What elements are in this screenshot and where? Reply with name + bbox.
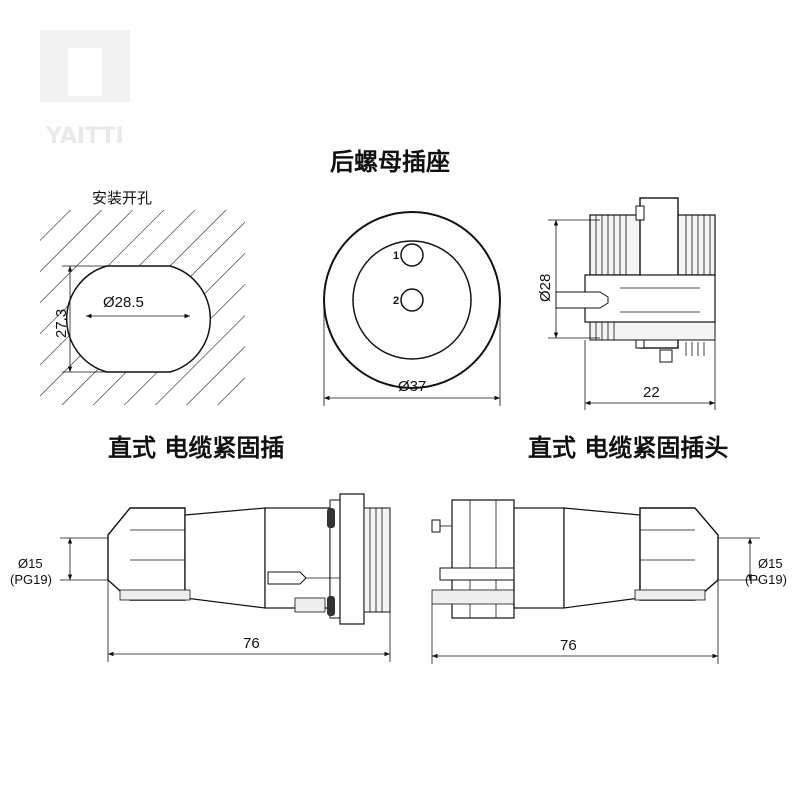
mounting-hole-view: Ø28.5 27.3: [40, 210, 245, 405]
dim-length-right: 76: [560, 637, 577, 654]
title-straight-cable-plug: 直式 电缆紧固插: [108, 434, 284, 462]
dim-cable-thread-right: (PG19): [745, 572, 787, 587]
pin-label-1: 1: [393, 250, 399, 262]
pin-hole-2: [400, 288, 424, 312]
title-mounting-hole: 安装开孔: [92, 189, 152, 207]
left-cable-plug-view: Ø15 (PG19) 76: [10, 493, 391, 662]
pin-hole-1: [400, 243, 424, 267]
dim-side-length: 22: [643, 384, 660, 401]
socket-side-view: Ø28 22: [537, 197, 716, 410]
title-straight-cable-head: 直式 电缆紧固插头: [528, 434, 728, 462]
dim-hole-flat: 27.3: [53, 309, 70, 338]
dim-length-left: 76: [243, 635, 260, 652]
right-cable-head-view: Ø15 (PG19) 76: [431, 499, 787, 664]
pin-label-2: 2: [393, 295, 399, 307]
dim-cable-thread-left: (PG19): [10, 572, 52, 587]
dim-side-diameter: Ø28: [537, 274, 554, 302]
dim-hole-diameter: Ø28.5: [103, 294, 144, 311]
dim-cable-diameter-right: Ø15: [758, 556, 783, 571]
watermark-logo: YAITTI: [40, 30, 130, 149]
title-rear-nut-socket: 后螺母插座: [330, 148, 450, 176]
watermark-text: YAITTI: [45, 124, 124, 149]
dim-cable-diameter-left: Ø15: [18, 556, 43, 571]
dim-face-diameter: Ø37: [398, 378, 426, 395]
socket-front-view: 1 2 Ø37: [323, 211, 501, 406]
